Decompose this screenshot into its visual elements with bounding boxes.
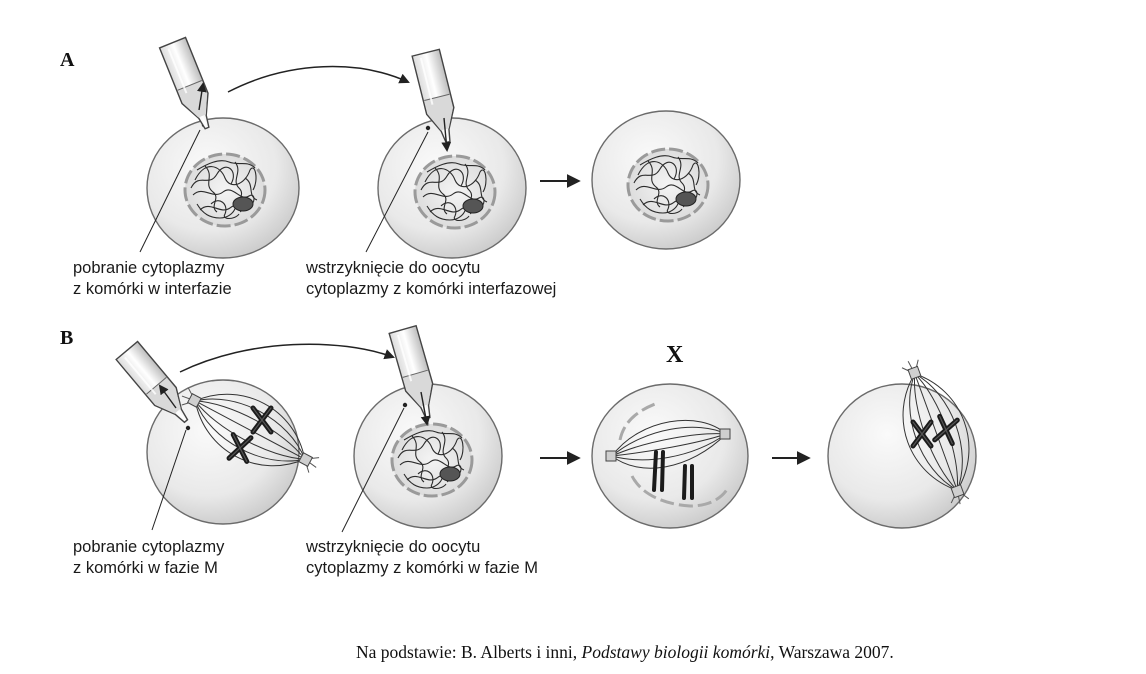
panel-b-inject-arrow <box>420 391 431 426</box>
source-prefix: Na podstawie: B. Alberts i inni, <box>356 642 582 662</box>
panel-a-oocyte-injection <box>377 117 527 259</box>
panel-a-result-cell <box>591 110 741 250</box>
panel-a-letter: A <box>60 49 75 71</box>
panel-a-label-2-line-1: wstrzyknięcie do oocytu <box>305 259 480 277</box>
source-suffix: , Warszawa 2007. <box>770 642 894 662</box>
panel-b-letter: B <box>60 327 73 349</box>
panel-a-inject-arrow <box>441 117 452 152</box>
panel-a-donor-cell <box>146 117 300 259</box>
panel-b-result-cell-x <box>591 383 749 529</box>
panel-b-leader-2 <box>341 407 405 533</box>
panel-b-label-1-line-1: pobranie cytoplazmy <box>73 538 225 556</box>
panel-a-transfer-arrow <box>227 65 410 93</box>
panel-a-label-2-line-2: cytoplazmy z komórki interfazowej <box>306 280 556 298</box>
panel-a-label-1-line-1: pobranie cytoplazmy <box>73 259 225 277</box>
panel-b-final-cell <box>827 349 991 529</box>
panel-a-leader-2 <box>365 131 429 253</box>
panel-b-transfer-arrow <box>179 343 395 373</box>
panel-b-withdraw-arrow <box>158 384 177 409</box>
panel-b-label-2-line-2: cytoplazmy z komórki w fazie M <box>306 559 538 577</box>
panel-a-label-1-line-2: z komórki w interfazie <box>73 280 232 298</box>
panel-b-label-1-line-2: z komórki w fazie M <box>73 559 218 577</box>
source-title: Podstawy biologii komórki <box>581 642 771 662</box>
panel-b-x-marker: X <box>666 342 684 368</box>
panel-a-leader-1 <box>139 129 201 253</box>
panel-b-label-2-line-1: wstrzyknięcie do oocytu <box>305 538 480 556</box>
panel-a-withdraw-arrow <box>196 82 207 111</box>
panel-b-leader-1 <box>151 429 187 531</box>
source-citation: Na podstawie: B. Alberts i inni, Podstaw… <box>356 642 894 662</box>
